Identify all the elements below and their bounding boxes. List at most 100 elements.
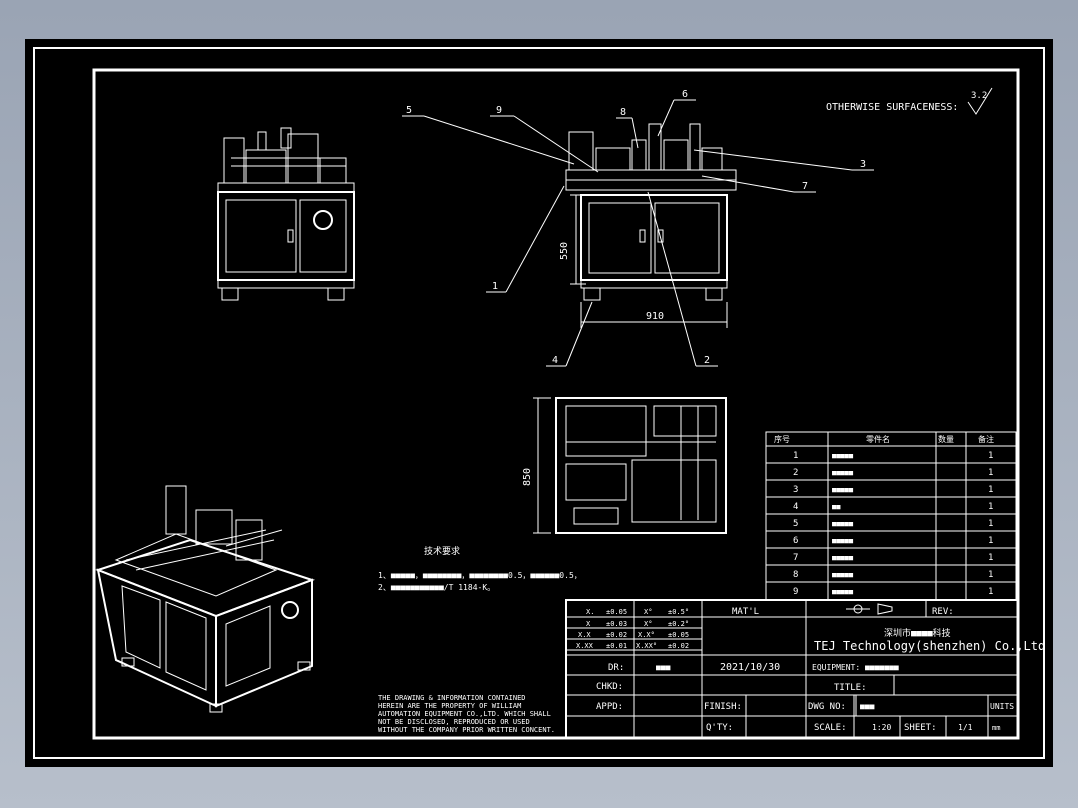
tol-d: ±0.02 [668,642,689,650]
balloon-4: 4 [552,355,558,366]
tol-b: ±0.02 [606,631,627,639]
outer-border [33,47,1045,759]
projection-symbol-icon [846,603,893,615]
bom-row-no: 2 [793,468,798,478]
surface-note-label: OTHERWISE SURFACENESS: [826,102,958,113]
tol-a: X.XX [576,642,594,650]
drawing-date: 2021/10/30 [720,662,780,673]
tol-c: X° [644,620,652,628]
tol-a: X. [586,608,594,616]
balloon-3: 3 [860,159,866,170]
cad-drawing: OTHERWISE SURFACENESS: 3.2 [33,47,1045,759]
tol-b: ±0.01 [606,642,627,650]
tol-a: X [586,620,591,628]
tol-d: ±0.2° [668,620,689,628]
dimension-width: 910 [580,302,728,328]
disclaimer-line: THE DRAWING & INFORMATION CONTAINED [378,694,526,702]
disclaimer: THE DRAWING & INFORMATION CONTAINED HERE… [378,694,555,734]
bom-row-name: ■■■■■ [832,452,854,460]
bom-row-no: 9 [793,587,798,597]
bom-row-no: 8 [793,570,798,580]
title-label: TITLE: [834,683,867,693]
bom-row-name: ■■■■■ [832,554,854,562]
disclaimer-line: HEREIN ARE THE PROPERTY OF WILLIAM [378,702,521,710]
bom-row-qty: 1 [988,553,993,563]
bom-row-name: ■■■■■ [832,571,854,579]
bom-row-no: 7 [793,553,798,563]
bom-row-name: ■■■■■ [832,588,854,596]
drawing-sheet: OTHERWISE SURFACENESS: 3.2 [25,39,1053,767]
dr-name: ■■■ [656,663,671,672]
tol-d: ±0.05 [668,631,689,639]
rev-label: REV: [932,607,954,617]
equipment-label: EQUIPMENT: ■■■■■■■ [812,663,899,672]
dimension-height: 550 [559,194,586,285]
inner-border [92,68,1020,740]
bom-header: 备注 [978,434,994,444]
bom-row-qty: 1 [988,536,993,546]
unit-value: mm [992,724,1000,732]
bom-row-name: ■■ [832,503,841,511]
dwg-no-value: ■■■ [860,702,875,711]
bom-row-no: 4 [793,502,798,512]
dimension-height-label: 550 [559,242,570,260]
bom-row-qty: 1 [988,451,993,461]
qty-label: Q'TY: [706,723,733,733]
front-view [217,127,355,301]
isometric-view [95,485,316,713]
scale-value: 1:20 [872,723,891,732]
dwg-no-label: DWG NO: [808,702,846,712]
bom-header: 数量 [938,434,954,444]
chkd-label: CHKD: [596,682,623,692]
finish-label: FINISH: [704,702,742,712]
bom-header: 序号 [774,434,790,444]
tol-b: ±0.05 [606,608,627,616]
balloon-1: 1 [492,281,498,292]
bom-header: 零件名 [866,434,890,444]
sheet-label: SHEET: [904,723,937,733]
bom-row-qty: 1 [988,587,993,597]
matl-label: MAT'L [732,607,759,617]
bom-row-name: ■■■■■ [832,469,854,477]
tol-c: X° [644,608,652,616]
bom-row-qty: 1 [988,519,993,529]
dimension-depth-label: 850 [522,468,533,486]
bom-row-qty: 1 [988,485,993,495]
bom-row-name: ■■■■■ [832,520,854,528]
bom-row-no: 6 [793,536,798,546]
disclaimer-line: AUTOMATION EQUIPMENT CO.,LTD. WHICH SHAL… [378,710,551,718]
title-block: X. ±0.05 X° ±0.5° X ±0.03 X° ±0.2° X.X ±… [565,599,1045,739]
tol-a: X.X [578,631,591,639]
disclaimer-line: NOT BE DISCLOSED, REPRODUCED OR USED [378,718,530,726]
bom-row-name: ■■■■■ [832,537,854,545]
balloon-9: 9 [496,105,502,116]
tech-requirement-line: 1、■■■■■，■■■■■■■■，■■■■■■■■0.5，■■■■■■0.5， [378,571,582,580]
sheet-value: 1/1 [958,723,973,732]
bom-row-no: 5 [793,519,798,529]
balloon-5: 5 [406,105,412,116]
scale-label: SCALE: [814,723,847,733]
bom-row-qty: 1 [988,502,993,512]
bom-row-qty: 1 [988,468,993,478]
dr-label: DR: [608,663,624,673]
dimension-width-label: 910 [646,311,664,322]
tol-d: ±0.5° [668,608,689,616]
surface-symbol-icon [967,87,993,115]
tech-requirements: 技术要求 1、■■■■■，■■■■■■■■，■■■■■■■■0.5，■■■■■■… [378,545,582,592]
top-view: 850 [522,397,727,534]
appd-label: APPD: [596,702,623,712]
company-en: TEJ Technology(shenzhen) Co.,Ltd [814,639,1045,653]
tol-c: X.XX° [636,642,657,650]
tol-c: X.X° [638,631,655,639]
company-cn: 深圳市■■■■科技 [884,627,951,639]
disclaimer-line: WITHOUT THE COMPANY PRIOR WRITTEN CONCEN… [378,726,555,734]
balloon-8: 8 [620,107,626,118]
units-label: UNITS [990,702,1014,711]
tech-requirements-title: 技术要求 [424,545,460,557]
bom-row-qty: 1 [988,570,993,580]
bom-row-name: ■■■■■ [832,486,854,494]
balloon-6: 6 [682,89,688,100]
tol-b: ±0.03 [606,620,627,628]
bom-row-no: 1 [793,451,798,461]
balloon-7: 7 [802,181,808,192]
